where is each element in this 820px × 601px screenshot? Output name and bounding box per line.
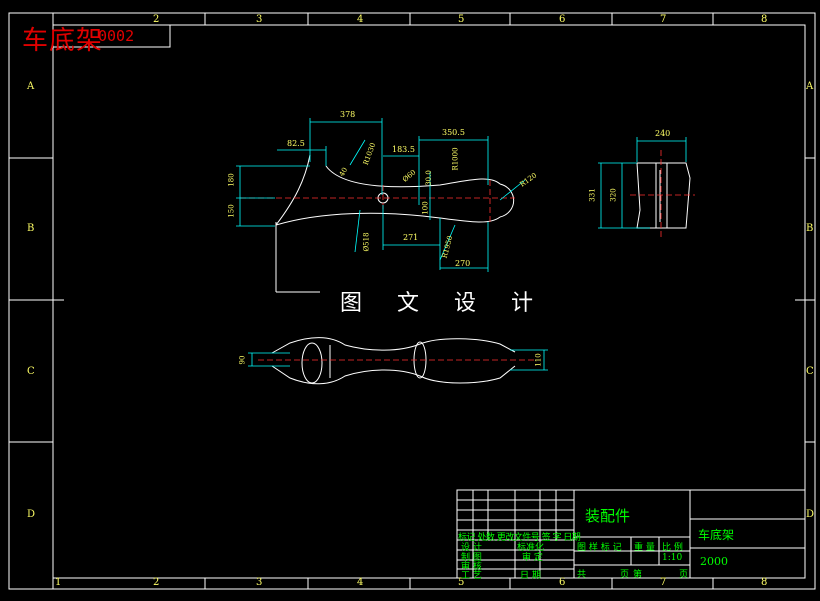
label-date: 日 期 <box>520 571 541 581</box>
top-view-outline <box>275 154 515 293</box>
row-left-a: A <box>27 81 35 92</box>
col-bottom-2: 2 <box>153 577 160 588</box>
front-view-dimension-lines <box>248 349 548 371</box>
stamp-title: 车底架 <box>22 26 104 56</box>
col-bottom-6: 6 <box>559 577 566 588</box>
dim-label: 82.5 <box>287 139 305 148</box>
label-design: 设 计 <box>461 543 482 553</box>
col-bottom-4: 4 <box>357 577 364 588</box>
label-drawing-mark: 图 样 标 记 <box>577 543 622 553</box>
dim-label: 270 <box>455 259 471 268</box>
col-top-8: 8 <box>761 14 768 25</box>
part-name: 车底架 <box>698 528 735 542</box>
row-right-c: C <box>806 366 814 377</box>
part-type: 装配件 <box>585 507 631 525</box>
front-view-outline <box>271 337 516 385</box>
col-top-2: 2 <box>153 14 160 25</box>
row-left-b: B <box>27 223 35 234</box>
dim-label: R1000 <box>451 147 460 171</box>
col-bottom-3: 3 <box>256 577 263 588</box>
label-draw: 制 图 <box>461 553 482 563</box>
label-approve: 审 定 <box>522 553 543 563</box>
top-view-dimension-lines <box>236 118 526 272</box>
sheet-label: 第 <box>633 570 643 580</box>
dim-label: 331 <box>588 188 597 202</box>
row-right-a: A <box>806 81 814 92</box>
label-process: 工 艺 <box>461 571 482 581</box>
sheet-unit-2: 页 <box>679 570 689 580</box>
col-bottom-7: 7 <box>660 577 667 588</box>
stamp-code: 0002 <box>98 27 135 45</box>
dim-label: 350.5 <box>442 128 465 137</box>
col-bottom-8: 8 <box>761 577 768 588</box>
dim-label: 378 <box>340 110 356 119</box>
outer-frame <box>8 12 816 590</box>
col-top-5: 5 <box>458 14 465 25</box>
side-view-dimension-lines <box>598 137 687 229</box>
scale-value: 1:10 <box>662 553 683 563</box>
col-top-3: 3 <box>256 14 263 25</box>
caption: 图 文 设 计 <box>340 291 547 316</box>
row-left-c: C <box>27 366 35 377</box>
col-bottom-1: 1 <box>55 577 62 588</box>
dim-label: 110 <box>534 353 543 367</box>
title-block-grid <box>456 489 806 579</box>
label-scale: 比 例 <box>662 543 683 553</box>
sheet-total: 共 <box>577 570 587 580</box>
dim-label: 183.5 <box>392 145 415 154</box>
row-right-b: B <box>806 223 814 234</box>
dim-label: 271 <box>403 233 419 242</box>
col-bottom-5: 5 <box>458 577 465 588</box>
col-top-6: 6 <box>559 14 566 25</box>
row-left-d: D <box>27 509 36 520</box>
dim-label: 150 <box>227 204 236 218</box>
label-standard: 标准化 <box>517 543 545 553</box>
dim-label: 240 <box>655 129 671 138</box>
dim-label: Ø518 <box>362 232 371 252</box>
dim-label: 180 <box>227 173 236 187</box>
col-top-7: 7 <box>660 14 667 25</box>
stamp-box <box>52 24 171 48</box>
row-right-d: D <box>806 509 815 520</box>
inner-frame <box>52 24 806 579</box>
drawing-number: 2000 <box>700 555 728 568</box>
dim-label: 320 <box>609 188 618 202</box>
label-check: 审 核 <box>461 562 482 572</box>
dim-label: 90 <box>238 355 247 365</box>
sheet-unit-1: 页 <box>620 570 630 580</box>
side-view-centerlines <box>630 150 695 238</box>
revision-header: 标记 处数 更改文件号 签 字 日期 <box>458 533 581 543</box>
label-weight: 重 量 <box>634 543 655 553</box>
dim-label: 30.0 <box>424 170 433 186</box>
dim-label: 100 <box>421 201 430 215</box>
zone-ticks <box>9 13 815 589</box>
col-top-4: 4 <box>357 14 364 25</box>
side-view-outline <box>636 162 691 229</box>
